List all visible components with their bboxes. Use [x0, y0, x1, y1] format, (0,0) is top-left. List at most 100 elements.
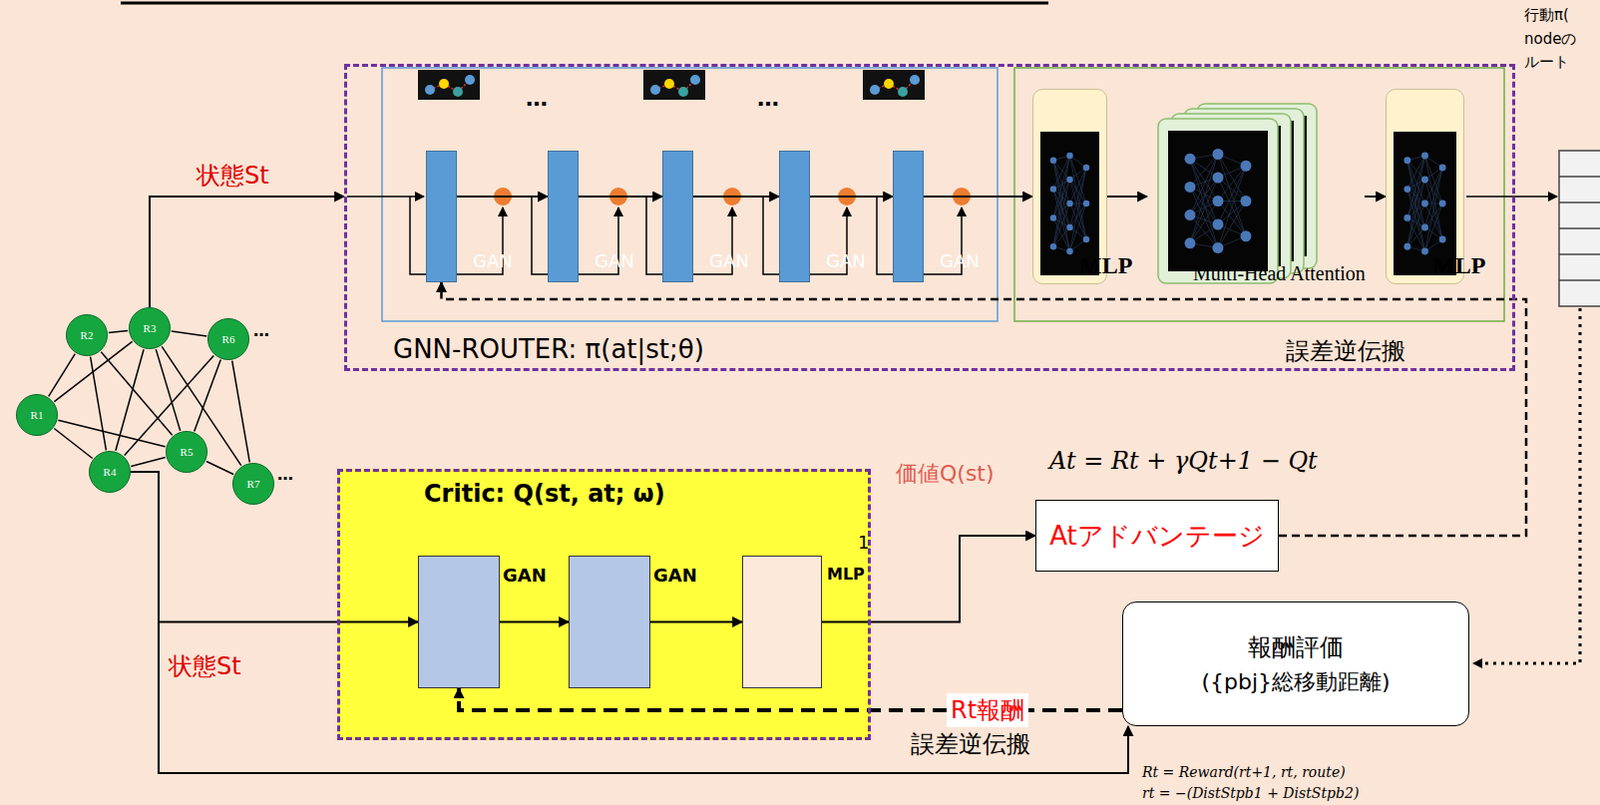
node-title: GAN	[825, 245, 844, 278]
state-label: 状態St	[168, 650, 242, 683]
node-title: MLP	[1432, 252, 1486, 280]
node-title: Atアドバンテージ	[1049, 518, 1265, 554]
output-arrow	[1466, 195, 1558, 198]
node-title: MLP	[1079, 252, 1133, 280]
connector	[149, 196, 345, 308]
input-arrow	[347, 195, 424, 198]
ellipsis: …	[757, 85, 782, 111]
connector	[130, 471, 418, 623]
gan-block: GAN	[892, 150, 924, 283]
graph-thumbnail	[862, 69, 925, 100]
backprop-label: 誤差逆伝搬	[1285, 335, 1406, 368]
graph-thumbnail	[417, 69, 480, 100]
connector	[456, 195, 548, 198]
router-group: GNN-ROUTER: π(at|st;θ) GAN GAN GAN GAN GAN MLP…	[344, 63, 1516, 372]
mlp-block: MLP	[742, 555, 822, 689]
connector	[130, 471, 1129, 774]
node-title: R1	[30, 408, 44, 421]
network-link	[57, 419, 165, 446]
node-title: R4	[103, 465, 117, 478]
reward-box: 報酬評価({pbj}総移動距離)	[1122, 601, 1470, 727]
state-label: 状態St	[196, 159, 270, 192]
connector	[821, 535, 1036, 623]
node-title: GAN	[594, 245, 613, 278]
gan-block: GAN	[425, 150, 457, 283]
connector	[499, 621, 569, 624]
network-link	[48, 354, 76, 398]
network-link	[130, 457, 165, 467]
network-link	[53, 428, 92, 459]
router-node: R6	[207, 318, 250, 361]
ellipsis: …	[277, 464, 294, 484]
node-title: 報酬評価	[1247, 631, 1344, 664]
connector	[578, 195, 663, 198]
node-title: R7	[247, 477, 261, 490]
node-title: R6	[222, 333, 236, 346]
formula: Rt = Reward(rt+1, rt, route)	[1142, 764, 1346, 781]
router-node: R5	[165, 430, 208, 473]
node-title: R2	[80, 329, 94, 342]
gan-block: GAN	[568, 555, 651, 689]
connector	[1364, 195, 1386, 198]
gan-block: GAN	[417, 555, 500, 689]
attention-picture	[1147, 79, 1365, 290]
gan-stack-frame	[382, 67, 998, 322]
network-link	[108, 330, 128, 333]
connector	[1107, 195, 1148, 198]
node-body: ({pbj}総移動距離)	[1200, 667, 1390, 698]
network-link	[232, 361, 251, 463]
node-title: R3	[143, 322, 157, 335]
action-note: 行動π(	[1524, 5, 1570, 25]
node-title: GAN	[939, 245, 958, 278]
connector	[923, 195, 1033, 198]
node-title: R5	[180, 445, 194, 458]
top-rule	[120, 1, 1049, 5]
router-node: R1	[15, 394, 58, 436]
formula: rt = −(DistStpb1 + DistStpb2)	[1142, 785, 1359, 801]
node-title: Multi-Head Attention	[1193, 262, 1366, 286]
gan-block: GAN	[547, 150, 579, 283]
edge-label: Rt報酬	[946, 693, 1029, 728]
formula: At = Rt + γQt+1 − Qt	[1049, 446, 1318, 475]
ellipsis: …	[525, 85, 550, 111]
action-vector-rows	[1559, 176, 1600, 281]
attention-frame	[1014, 67, 1505, 322]
mlp-block: MLP	[1385, 88, 1465, 285]
network-link	[155, 349, 180, 431]
connector	[809, 195, 893, 198]
value-label: 価値Q(st)	[895, 458, 995, 489]
critic-fill	[337, 468, 871, 741]
router-node: R3	[128, 307, 171, 350]
network-link	[171, 331, 207, 337]
router-node: R4	[88, 450, 131, 493]
gan-block: GAN	[662, 150, 694, 283]
node-title: Critic: Q(st, at; ω)	[423, 479, 666, 508]
output-dim: 1	[857, 531, 869, 553]
network-link	[115, 349, 144, 451]
node-title: GAN	[472, 245, 491, 278]
router-node: R2	[65, 314, 108, 357]
node-title: GAN	[502, 564, 547, 586]
node-title: GNN-ROUTER: π(at|st;θ)	[393, 334, 705, 365]
node-title: GAN	[709, 245, 728, 278]
network-link	[90, 357, 107, 451]
connector	[650, 621, 743, 624]
action-note: ルート	[1524, 52, 1570, 72]
mlp-block: MLP	[1032, 88, 1108, 285]
action-vector	[1559, 150, 1600, 307]
router-node: R7	[232, 462, 275, 505]
node-title: GAN	[653, 564, 698, 586]
backprop-label: 誤差逆伝搬	[910, 728, 1031, 761]
network-link	[100, 352, 172, 436]
gan-block: GAN	[779, 150, 810, 283]
advantage-box: Atアドバンテージ	[1035, 499, 1279, 572]
critic-group: Critic: Q(st, at; ω)GANGANMLP	[337, 468, 871, 741]
connector	[693, 195, 780, 198]
ellipsis: …	[253, 321, 270, 341]
attention-block: Multi-Head Attention	[1147, 79, 1365, 290]
network-link	[206, 461, 234, 475]
graph-thumbnail	[643, 69, 706, 100]
node-title: MLP	[826, 564, 865, 584]
network-link	[194, 360, 222, 432]
